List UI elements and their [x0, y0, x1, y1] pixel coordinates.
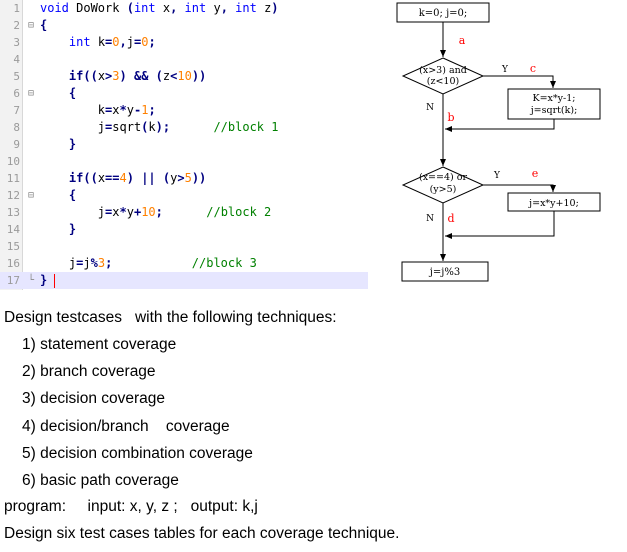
line-number: 3 — [13, 36, 20, 49]
yes-label-1: Y — [501, 65, 509, 75]
code-line: 5 if((x>3) && (z<10)) — [0, 68, 368, 85]
code-text: { — [68, 188, 77, 202]
line-number: 11 — [6, 172, 20, 185]
line-number: 9 — [13, 138, 20, 151]
code-line: 8 j=sqrt(k); //block 1 — [0, 119, 368, 136]
line-number: 5 — [13, 70, 20, 83]
code-text: k=x*y-1; — [40, 103, 156, 117]
line-number: 4 — [13, 53, 20, 66]
yes-label-2: Y — [493, 171, 501, 181]
code-line: 15 — [0, 238, 368, 255]
code-text: j=x*y+10; //block 2 — [40, 205, 272, 219]
edge-c — [483, 75, 556, 88]
code-line: 17 └} — [0, 272, 368, 289]
edge-label-b: b — [447, 111, 454, 124]
code-editor[interactable]: 1 void DoWork (int x, int y, int z) 2 ⊟ {3 i… — [0, 0, 368, 290]
code-line: 3 int k=0,j=0; — [0, 34, 368, 51]
code-line: 10 — [0, 153, 368, 170]
edge-label-c: c — [530, 62, 536, 75]
block-1-line2: j=sqrt(k); — [530, 105, 578, 116]
edge-label-d: d — [447, 212, 454, 225]
line-number: 8 — [13, 121, 20, 134]
line-number: 2 — [13, 19, 20, 32]
fold-marker-icon[interactable]: ⊟ — [27, 190, 35, 201]
code-line: 4 — [0, 51, 368, 68]
code-text: int k=0,j=0; — [68, 35, 156, 49]
code-text: if((x==4) || (y>5)) — [68, 171, 207, 185]
decision-2-line2: (y>5) — [430, 184, 457, 195]
line-number: 17 — [6, 274, 20, 287]
edge-label-a: a — [459, 34, 466, 47]
block-1-exit — [445, 119, 555, 132]
code-text: } — [68, 137, 77, 151]
flowchart: k=0; j=0; a (x>3) and (z<10) Y c K=x*y-1… — [380, 0, 627, 300]
code-line: 1 void DoWork (int x, int y, int z) — [0, 0, 368, 17]
no-label-2: N — [426, 214, 434, 224]
decision-1-line1: (x>3) and — [419, 65, 467, 76]
line-number-gutter — [0, 0, 23, 290]
code-line: 14 } — [0, 221, 368, 238]
end-box — [401, 261, 489, 282]
block-1 — [507, 88, 601, 120]
end-box-label: j=j%3 — [429, 267, 460, 278]
code-line: 12 ⊟ { — [0, 187, 368, 204]
decision-2-line1: (x==4) or — [419, 172, 467, 183]
code-text: void DoWork (int x, int y, int z) — [40, 1, 279, 15]
flowchart-svg: k=0; j=0; a (x>3) and (z<10) Y c K=x*y-1… — [396, 2, 601, 282]
fold-marker-icon[interactable]: ⊟ — [27, 88, 35, 99]
code-line: 6 ⊟ { — [0, 85, 368, 102]
no-label-1: N — [426, 103, 434, 113]
code-text: j=sqrt(k); //block 1 — [40, 120, 279, 134]
task-item-4: 4) decision/branch coverage — [22, 418, 230, 435]
task-item-5: 5) decision combination coverage — [22, 445, 253, 462]
code-text: } — [68, 222, 77, 236]
block-1-line1: K=x*y-1; — [533, 93, 576, 104]
code-text: } — [40, 272, 56, 289]
code-line: 16 j=j%3; //block 3 — [0, 255, 368, 272]
task-intro: Design testcases with the following tech… — [4, 309, 337, 326]
code-text: { — [40, 18, 48, 32]
task-final: Design six test cases tables for each co… — [4, 525, 400, 542]
code-text: j=j%3; //block 3 — [40, 256, 257, 270]
line-number: 12 — [6, 189, 20, 202]
fold-marker-icon: └ — [27, 275, 35, 286]
code-line: 7 k=x*y-1; — [0, 102, 368, 119]
line-number: 10 — [6, 155, 20, 168]
code-text: { — [68, 86, 77, 100]
edge-e — [483, 184, 556, 192]
block-2-exit — [445, 211, 555, 239]
edge-label-e: e — [532, 167, 539, 180]
code-line: 11 if((x==4) || (y>5)) — [0, 170, 368, 187]
task-item-3: 3) decision coverage — [22, 390, 166, 407]
block-2-label: j=x*y+10; — [528, 198, 579, 209]
line-number: 15 — [6, 240, 20, 253]
fold-marker-icon[interactable]: ⊟ — [27, 20, 35, 31]
line-number: 7 — [13, 104, 20, 117]
code-line: 9 } — [0, 136, 368, 153]
code-text: if((x>3) && (z<10)) — [68, 69, 207, 83]
line-number: 14 — [6, 223, 20, 236]
line-number: 13 — [6, 206, 20, 219]
task-item-6: 6) basic path coverage — [22, 472, 179, 489]
decision-1-line2: (z<10) — [427, 76, 459, 87]
task-item-2: 2) branch coverage — [22, 363, 156, 380]
line-number: 6 — [13, 87, 20, 100]
task-item-1: 1) statement coverage — [22, 336, 177, 353]
line-number: 16 — [6, 257, 20, 270]
start-box-label: k=0; j=0; — [419, 8, 468, 19]
line-number: 1 — [13, 2, 20, 15]
program-io: program: input: x, y, z ; output: k,j — [4, 498, 258, 515]
code-line: 13 j=x*y+10; //block 2 — [0, 204, 368, 221]
code-line: 2 ⊟ { — [0, 17, 368, 34]
